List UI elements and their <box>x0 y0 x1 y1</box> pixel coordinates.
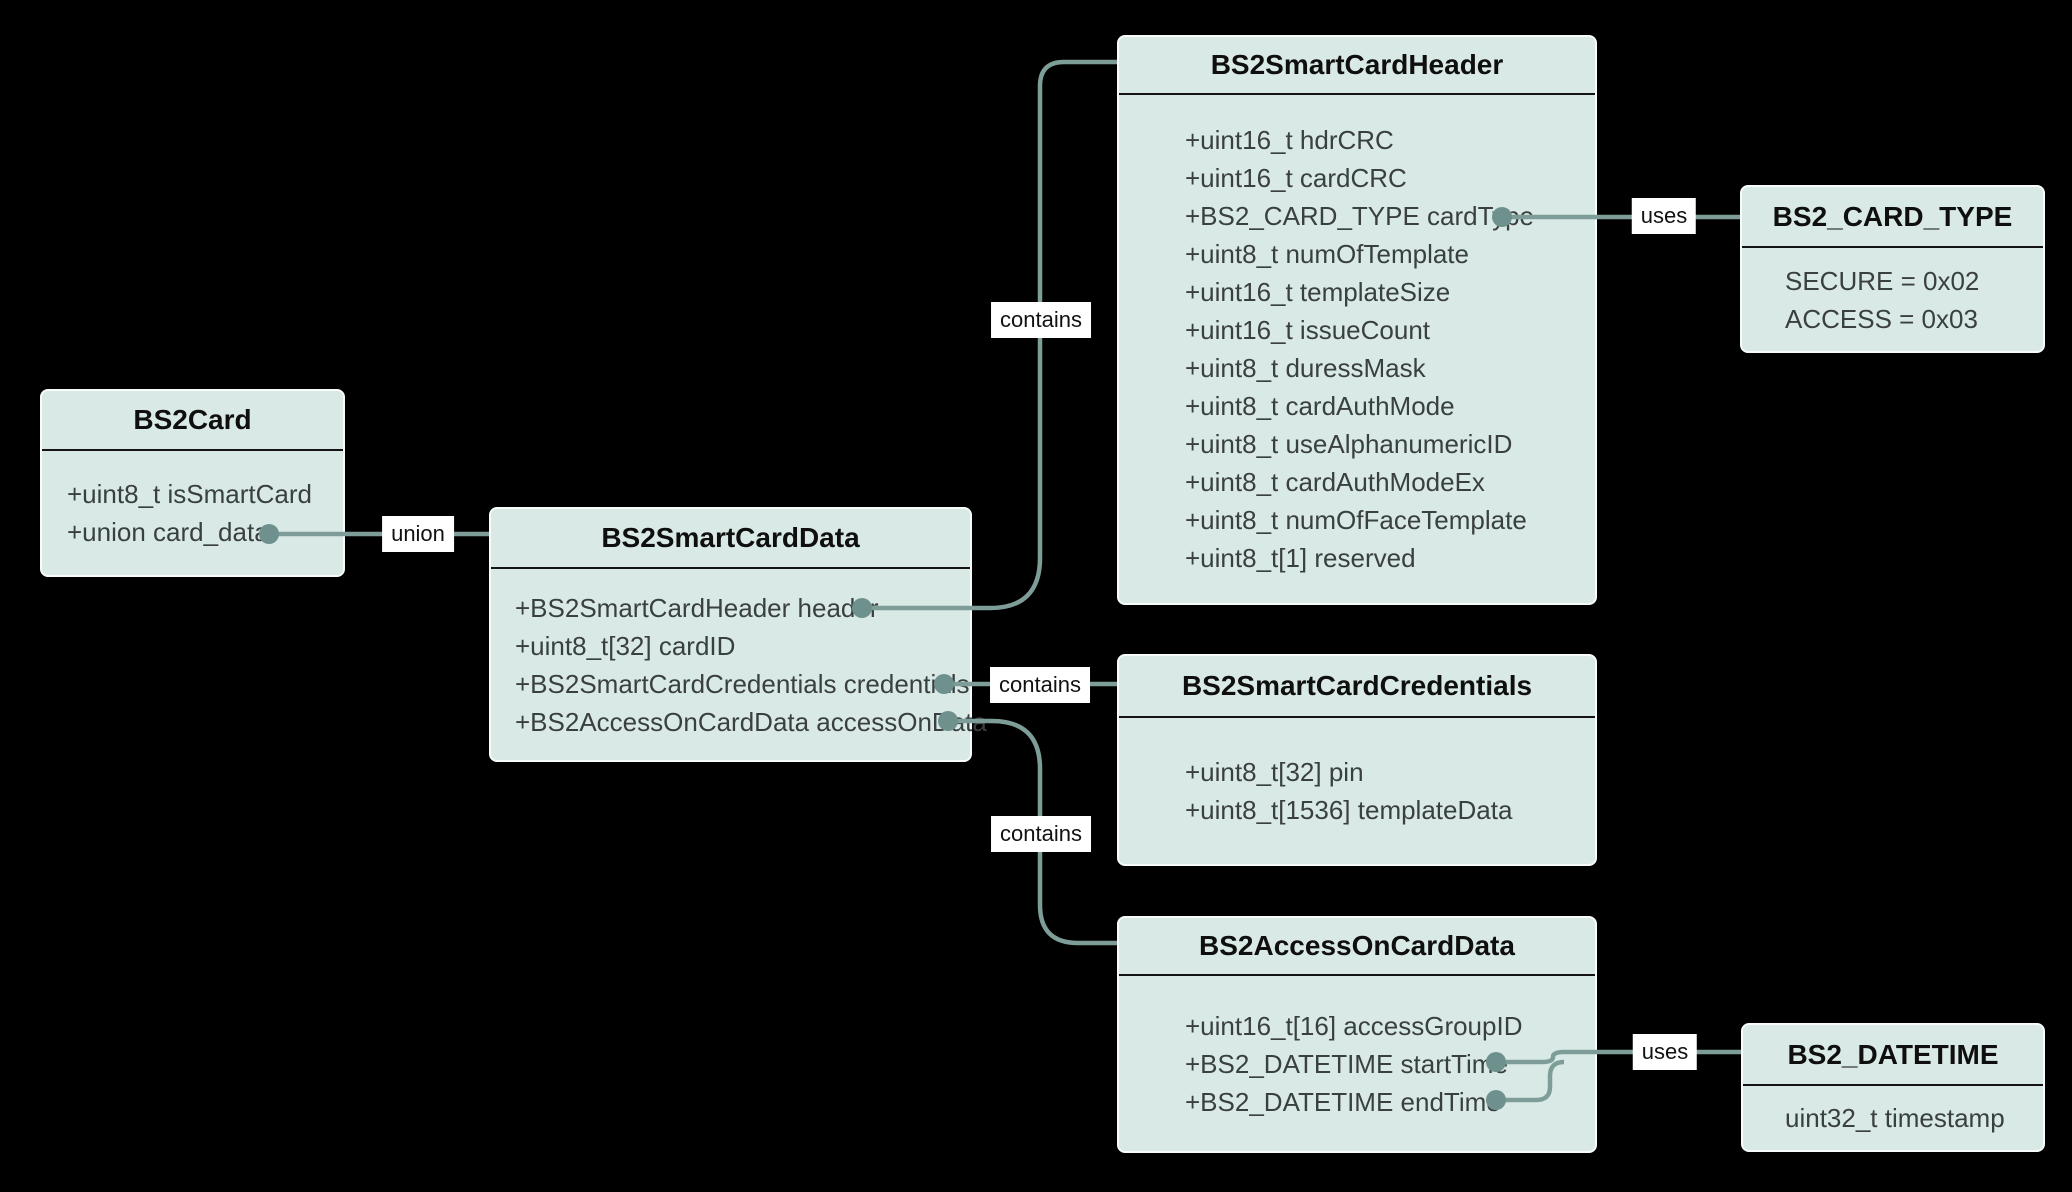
class-title: BS2AccessOnCardData <box>1119 918 1595 976</box>
edge-label-contains-credentials: contains <box>990 667 1090 703</box>
class-member: +uint16_t templateSize <box>1185 277 1451 307</box>
class-members: +uint16_t[16] accessGroupID +BS2_DATETIM… <box>1119 976 1595 1151</box>
class-member: +BS2SmartCardCredentials credentials <box>515 668 970 699</box>
class-members: +uint8_t[32] pin +uint8_t[1536] template… <box>1119 718 1595 864</box>
class-members: +uint8_t isSmartCard +union card_data <box>42 451 343 575</box>
class-member: +uint8_t cardAuthMode <box>1185 391 1455 421</box>
class-box-bs2-card-type: BS2_CARD_TYPE SECURE = 0x02 ACCESS = 0x0… <box>1740 185 2045 353</box>
class-member: +uint8_t cardAuthModeEx <box>1185 467 1485 497</box>
class-member: +uint8_t[1536] templateData <box>1185 795 1513 825</box>
class-title: BS2_DATETIME <box>1743 1025 2043 1086</box>
class-members: +BS2SmartCardHeader header +uint8_t[32] … <box>491 569 987 760</box>
edge-label-uses-datetime: uses <box>1632 1034 1698 1070</box>
class-member: +uint16_t[16] accessGroupID <box>1185 1010 1523 1041</box>
class-member: +uint16_t hdrCRC <box>1185 125 1394 155</box>
class-member: +BS2_CARD_TYPE cardType <box>1185 201 1534 231</box>
class-member: +uint8_t duressMask <box>1185 353 1426 383</box>
class-box-bs2accessoncarddata: BS2AccessOnCardData +uint16_t[16] access… <box>1117 916 1597 1153</box>
class-box-bs2smartcarddata: BS2SmartCardData +BS2SmartCardHeader hea… <box>489 507 987 762</box>
class-member: +BS2AccessOnCardData accessOnData <box>515 706 987 737</box>
class-member: uint32_t timestamp <box>1785 1103 2005 1133</box>
class-members: +uint16_t hdrCRC +uint16_t cardCRC +BS2_… <box>1119 95 1595 603</box>
class-members: uint32_t timestamp <box>1743 1086 2043 1150</box>
class-member: +union card_data <box>67 517 269 547</box>
class-title: BS2SmartCardHeader <box>1119 37 1595 95</box>
class-member: +uint8_t isSmartCard <box>67 479 312 509</box>
class-member: +uint8_t[32] cardID <box>515 630 736 661</box>
class-member: +uint8_t useAlphanumericID <box>1185 429 1513 459</box>
class-member: ACCESS = 0x03 <box>1785 303 1978 334</box>
class-member: SECURE = 0x02 <box>1785 265 1980 296</box>
class-box-bs2smartcardcredentials: BS2SmartCardCredentials +uint8_t[32] pin… <box>1117 654 1597 866</box>
edge-label-uses-cardtype: uses <box>1631 198 1697 234</box>
class-title: BS2Card <box>42 391 343 451</box>
edge-label-contains-header: contains <box>991 302 1091 338</box>
class-member: +uint16_t cardCRC <box>1185 163 1407 193</box>
class-members: SECURE = 0x02 ACCESS = 0x03 <box>1742 248 2043 351</box>
class-member: +uint8_t[32] pin <box>1185 757 1364 787</box>
edge-label-contains-accessdata: contains <box>991 816 1091 852</box>
class-box-bs2smartcardheader: BS2SmartCardHeader +uint16_t hdrCRC +uin… <box>1117 35 1597 605</box>
edge-label-union: union <box>382 516 454 552</box>
class-title: BS2SmartCardCredentials <box>1119 656 1595 718</box>
class-member: +uint16_t issueCount <box>1185 315 1431 345</box>
class-title: BS2SmartCardData <box>491 509 970 569</box>
class-member: +BS2_DATETIME startTime <box>1185 1048 1508 1079</box>
class-box-bs2-datetime: BS2_DATETIME uint32_t timestamp <box>1741 1023 2045 1152</box>
class-member: +uint8_t numOfFaceTemplate <box>1185 505 1527 535</box>
class-member: +uint8_t numOfTemplate <box>1185 239 1469 269</box>
class-title: BS2_CARD_TYPE <box>1742 187 2043 248</box>
class-member: +uint8_t[1] reserved <box>1185 543 1416 573</box>
class-member: +BS2_DATETIME endTime <box>1185 1086 1501 1117</box>
class-member: +BS2SmartCardHeader header <box>515 592 879 623</box>
class-box-bs2card: BS2Card +uint8_t isSmartCard +union card… <box>40 389 345 577</box>
